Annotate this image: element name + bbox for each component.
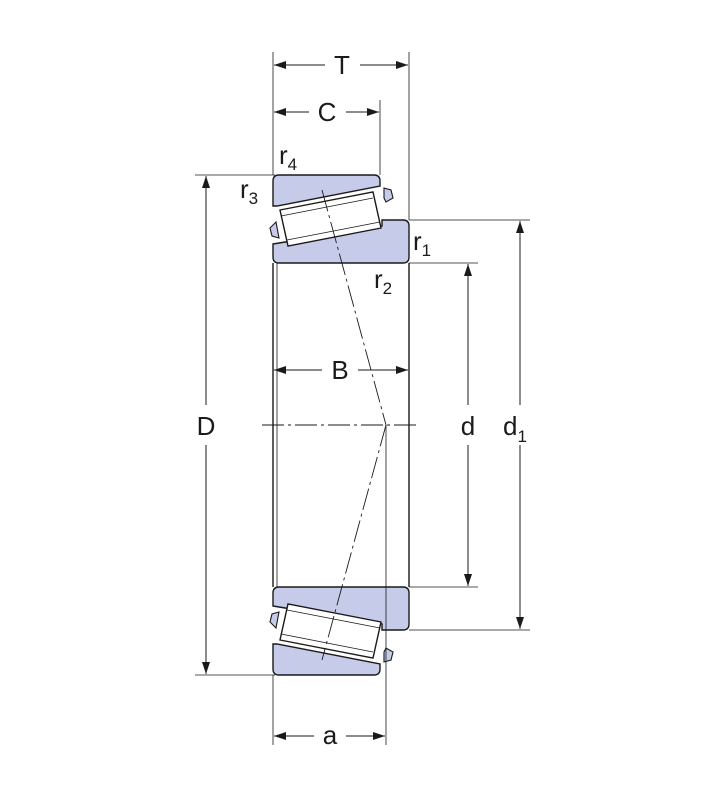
extension-lines [195,52,530,745]
label-d: d [461,411,475,441]
lower-section [269,586,410,676]
upper-inner-ring [272,219,410,264]
lower-inner-ring [272,586,410,631]
label-T: T [334,50,350,80]
label-C: C [318,97,337,127]
upper-roller [279,191,382,247]
dimension-a: a [274,720,385,750]
lower-roller [279,603,382,659]
dimension-B: B [274,355,408,385]
label-r3: r3 [240,174,258,208]
label-a: a [323,720,338,750]
dimension-d: d [461,264,475,586]
label-D: D [197,411,216,441]
label-r2: r2 [374,264,392,298]
label-r4: r4 [279,140,297,174]
contact-angle-line [321,189,387,661]
upper-section [269,174,410,264]
dimension-T: T [274,50,408,80]
label-r1: r1 [413,226,431,260]
lower-outer-ring [272,643,381,676]
upper-cage [269,187,394,239]
upper-outer-ring [272,174,381,207]
label-d1: d1 [503,411,527,446]
dimension-d1: d1 [503,221,527,629]
label-B: B [331,355,348,385]
dimension-C: C [274,97,379,127]
lower-cage [269,611,394,663]
dimension-D: D [197,176,216,674]
